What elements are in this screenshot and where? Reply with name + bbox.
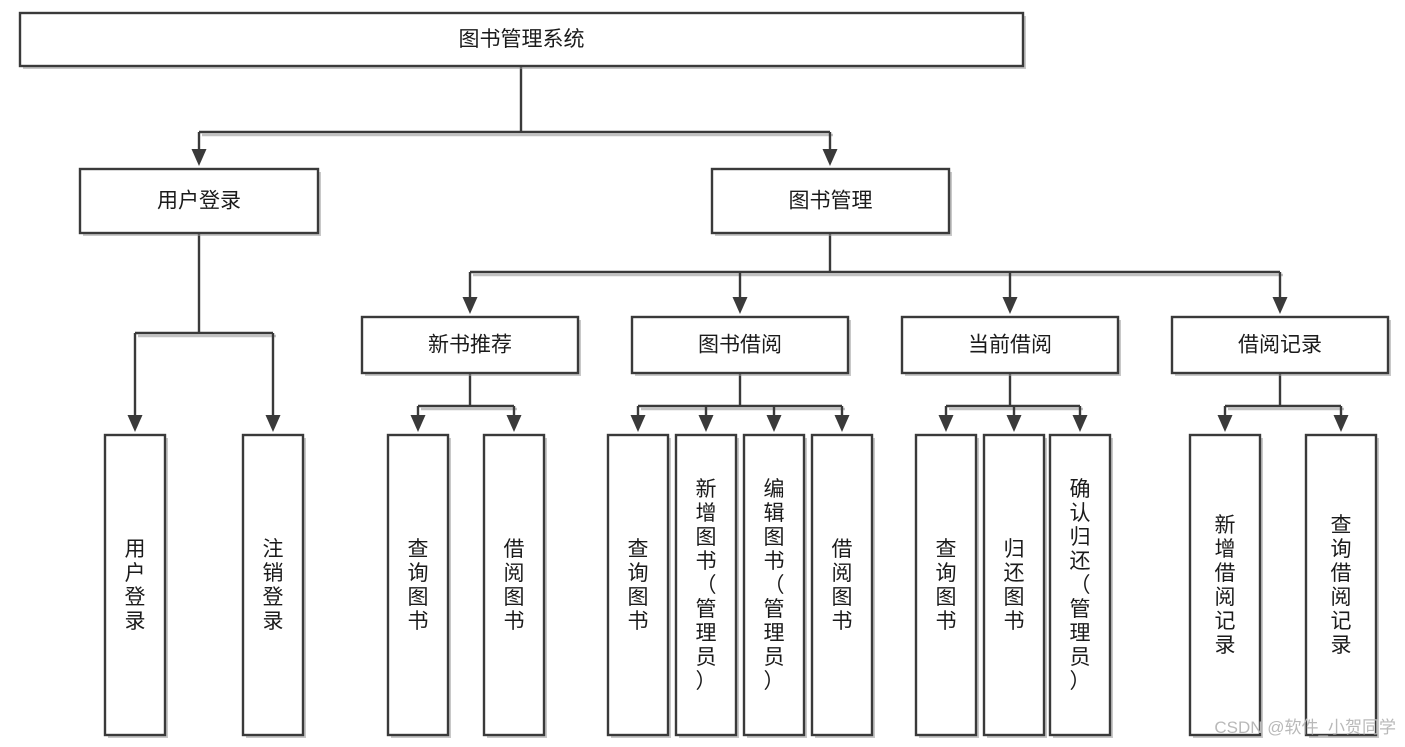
node-label-book-manage: 图书管理: [789, 190, 873, 213]
node-box-current-borrow[interactable]: [900, 315, 1120, 375]
connector-arrow-icon: [127, 415, 143, 432]
connector-arrow-icon: [265, 415, 281, 432]
node-box-leaf-borrow-book[interactable]: [810, 433, 874, 737]
node-box-leaf-user-login[interactable]: [103, 433, 167, 737]
node-label-new-book-recommend: 新书推荐: [428, 334, 512, 357]
node-box-user-login[interactable]: [78, 167, 320, 235]
node-box-root[interactable]: [18, 11, 1025, 68]
connector-layer: [127, 66, 1349, 432]
node-box-leaf-logout-login[interactable]: [241, 433, 305, 737]
connector-arrow-icon: [822, 149, 838, 166]
connector-conn-userlogin-to-leaves: [127, 233, 281, 432]
node-label-leaf-add-book-admin: 新增图书（管理员）: [696, 478, 717, 693]
connector-arrow-icon: [1006, 415, 1022, 432]
node-label-borrow-record: 借阅记录: [1238, 334, 1322, 357]
node-leaf-query-borrow-record[interactable]: 查询借阅记录: [1304, 433, 1379, 738]
node-box-borrow-record[interactable]: [1170, 315, 1390, 375]
connector-conn-root-to-level1: [191, 66, 838, 166]
node-label-leaf-logout-login: 注销登录: [263, 538, 284, 633]
node-label-current-borrow: 当前借阅: [968, 334, 1052, 357]
node-label-user-login: 用户登录: [157, 190, 241, 213]
node-box-leaf-confirm-return-admin[interactable]: [1048, 433, 1112, 737]
node-leaf-borrow-book[interactable]: 借阅图书: [810, 433, 875, 738]
connector-arrow-icon: [1217, 415, 1233, 432]
node-leaf-query-book-borrow[interactable]: 查询图书: [606, 433, 671, 738]
node-leaf-edit-book-admin[interactable]: 编辑图书（管理员）: [742, 433, 807, 738]
node-leaf-query-book-current[interactable]: 查询图书: [914, 433, 979, 738]
node-label-leaf-borrow-book-recommend: 借阅图书: [504, 538, 525, 633]
node-leaf-add-book-admin[interactable]: 新增图书（管理员）: [674, 433, 739, 738]
node-book-borrow[interactable]: 图书借阅: [630, 315, 851, 376]
connector-conn-record-to-leaves: [1217, 373, 1349, 432]
node-box-leaf-borrow-book-recommend[interactable]: [482, 433, 546, 737]
node-book-manage[interactable]: 图书管理: [710, 167, 952, 236]
node-box-leaf-return-book[interactable]: [982, 433, 1046, 737]
node-box-leaf-add-book-admin[interactable]: [674, 433, 738, 737]
node-label-leaf-query-book-borrow: 查询图书: [628, 538, 649, 633]
node-leaf-return-book[interactable]: 归还图书: [982, 433, 1047, 738]
node-label-leaf-query-book-current: 查询图书: [936, 538, 957, 633]
node-leaf-logout-login[interactable]: 注销登录: [241, 433, 306, 738]
node-box-leaf-query-book-recommend[interactable]: [386, 433, 450, 737]
connector-arrow-icon: [766, 415, 782, 432]
connector-arrow-icon: [834, 415, 850, 432]
connector-arrow-icon: [732, 297, 748, 314]
node-layer: 图书管理系统用户登录图书管理新书推荐图书借阅当前借阅借阅记录用户登录注销登录查询…: [18, 11, 1391, 738]
connector-arrow-icon: [630, 415, 646, 432]
csdn-watermark: CSDN @软件_小贺同学: [1214, 718, 1396, 737]
connector-arrow-icon: [462, 297, 478, 314]
connector-arrow-icon: [1333, 415, 1349, 432]
connector-conn-current-to-leaves: [938, 373, 1088, 432]
node-leaf-query-book-recommend[interactable]: 查询图书: [386, 433, 451, 738]
connector-conn-bookmanage-to-level2: [462, 233, 1288, 314]
node-box-leaf-query-book-borrow[interactable]: [606, 433, 670, 737]
node-label-leaf-return-book: 归还图书: [1004, 538, 1025, 633]
connector-conn-borrow-to-leaves: [630, 373, 850, 432]
node-label-root: 图书管理系统: [459, 28, 585, 51]
node-label-leaf-query-borrow-record: 查询借阅记录: [1331, 514, 1352, 657]
node-box-leaf-add-borrow-record[interactable]: [1188, 433, 1262, 737]
node-box-leaf-query-book-current[interactable]: [914, 433, 978, 737]
connector-arrow-icon: [1272, 297, 1288, 314]
node-label-leaf-confirm-return-admin: 确认归还（管理员）: [1070, 478, 1091, 693]
node-user-login[interactable]: 用户登录: [78, 167, 321, 236]
node-box-new-book-recommend[interactable]: [360, 315, 580, 375]
node-new-book-recommend[interactable]: 新书推荐: [360, 315, 581, 376]
node-label-leaf-user-login: 用户登录: [125, 538, 146, 633]
node-leaf-borrow-book-recommend[interactable]: 借阅图书: [482, 433, 547, 738]
node-label-leaf-borrow-book: 借阅图书: [832, 538, 853, 633]
node-label-leaf-edit-book-admin: 编辑图书（管理员）: [764, 478, 785, 693]
node-current-borrow[interactable]: 当前借阅: [900, 315, 1121, 376]
node-leaf-add-borrow-record[interactable]: 新增借阅记录: [1188, 433, 1263, 738]
node-leaf-confirm-return-admin[interactable]: 确认归还（管理员）: [1048, 433, 1113, 738]
connector-arrow-icon: [410, 415, 426, 432]
node-leaf-user-login[interactable]: 用户登录: [103, 433, 168, 738]
node-box-leaf-query-borrow-record[interactable]: [1304, 433, 1378, 737]
connector-arrow-icon: [938, 415, 954, 432]
connector-arrow-icon: [506, 415, 522, 432]
node-box-book-manage[interactable]: [710, 167, 951, 235]
connector-arrow-icon: [1002, 297, 1018, 314]
connector-arrow-icon: [1072, 415, 1088, 432]
node-box-book-borrow[interactable]: [630, 315, 850, 375]
node-borrow-record[interactable]: 借阅记录: [1170, 315, 1391, 376]
node-label-leaf-query-book-recommend: 查询图书: [408, 538, 429, 633]
connector-arrow-icon: [698, 415, 714, 432]
connector-conn-recommend-to-leaves: [410, 373, 522, 432]
node-label-book-borrow: 图书借阅: [698, 334, 782, 357]
node-box-leaf-edit-book-admin[interactable]: [742, 433, 806, 737]
node-root[interactable]: 图书管理系统: [18, 11, 1026, 69]
connector-arrow-icon: [191, 149, 207, 166]
node-label-leaf-add-borrow-record: 新增借阅记录: [1215, 514, 1236, 657]
